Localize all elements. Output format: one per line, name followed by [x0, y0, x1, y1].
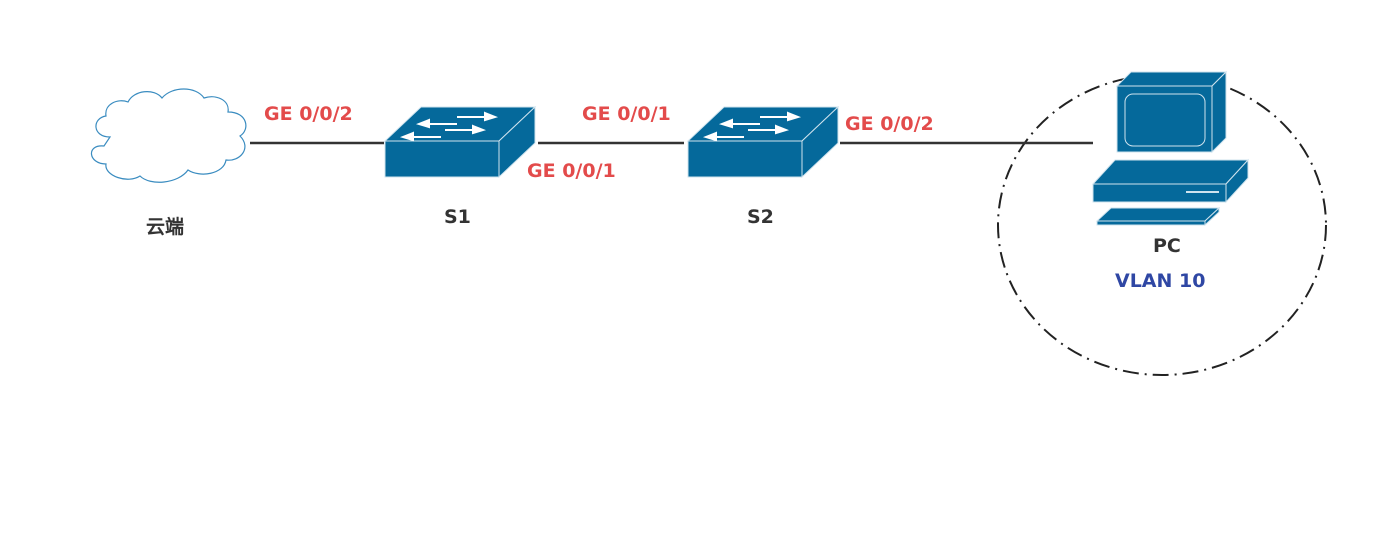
pc-icon	[1091, 70, 1250, 227]
node-label-s2: S2	[747, 206, 774, 228]
port-label-cloud-s1: GE 0/0/2	[264, 103, 353, 125]
node-label-cloud: 云端	[146, 216, 185, 238]
node-label-s1: S1	[444, 206, 471, 228]
switch-icon	[686, 105, 840, 179]
cloud-icon	[90, 88, 247, 183]
node-label-pc: PC	[1153, 235, 1181, 257]
port-label-s2-side-s1-s2: GE 0/0/1	[582, 103, 671, 125]
vlan-zone-boundary	[997, 74, 1327, 376]
port-label-s2-pc: GE 0/0/2	[845, 113, 934, 135]
vlan-label: VLAN 10	[1115, 270, 1206, 292]
switch-icon	[383, 105, 537, 179]
port-label-s1-side-s1-s2: GE 0/0/1	[527, 160, 616, 182]
